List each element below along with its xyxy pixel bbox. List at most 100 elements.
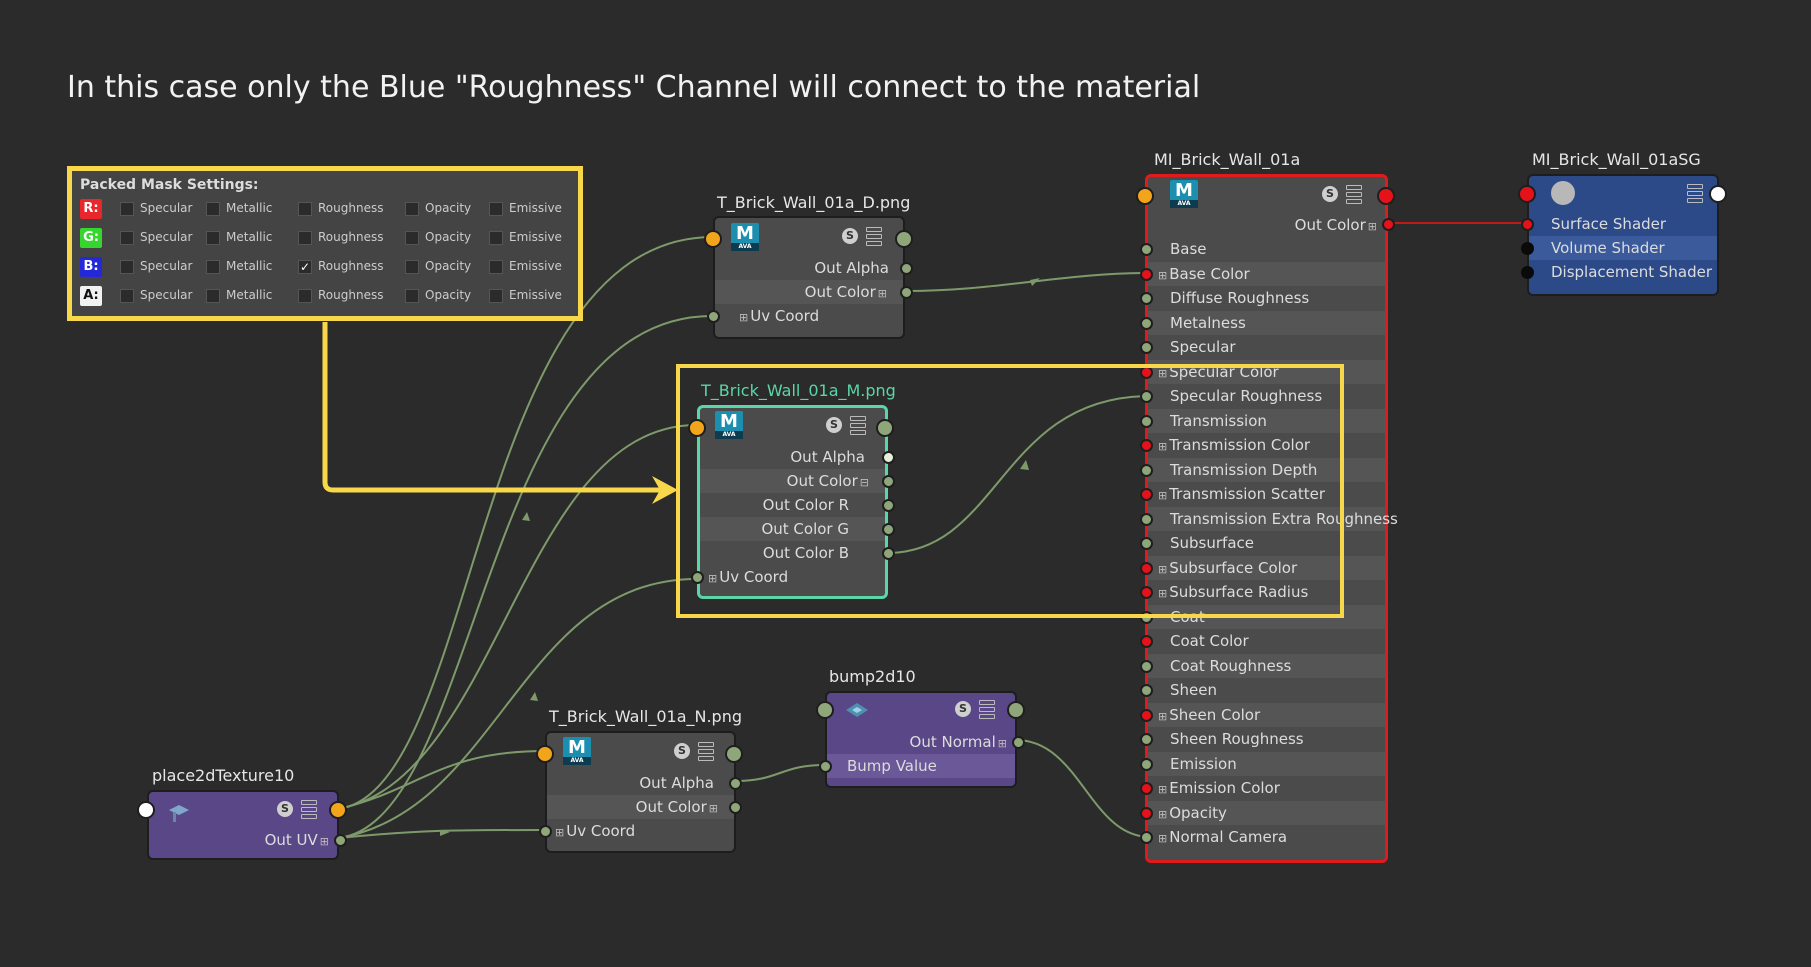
expand-icon[interactable]: ⊞ — [1158, 587, 1168, 600]
out-color-port[interactable] — [882, 475, 895, 488]
menu-icon[interactable] — [1346, 185, 1362, 204]
uv-coord-port[interactable] — [707, 310, 720, 323]
expand-icon[interactable]: ⊞ — [1158, 366, 1168, 380]
swatch-icon[interactable]: S — [1322, 186, 1338, 202]
out-color-row[interactable]: Out Color⊞ — [715, 280, 903, 304]
shading-group-node[interactable]: Surface Shader Volume Shader Displacemen… — [1518, 174, 1727, 296]
swatch-icon[interactable]: S — [674, 743, 690, 759]
out-normal-port[interactable] — [1012, 736, 1025, 749]
checkbox[interactable] — [120, 259, 134, 274]
out-color-g-row[interactable]: Out Color G — [700, 517, 885, 541]
out-color-b-port[interactable] — [882, 547, 895, 560]
swatch-icon[interactable]: S — [955, 701, 971, 717]
attr-port[interactable] — [1140, 561, 1153, 575]
material-attr-row[interactable]: Coat Color — [1148, 629, 1385, 653]
expand-icon[interactable]: ⊞ — [1158, 832, 1168, 845]
attr-port[interactable] — [1140, 414, 1153, 428]
channel-option-metallic[interactable]: Metallic — [206, 259, 272, 274]
material-attr-row[interactable]: Metalness — [1148, 310, 1385, 335]
out-alpha-port[interactable] — [882, 451, 895, 464]
uv-coord-port[interactable] — [691, 571, 704, 584]
material-attr-row[interactable]: ⊞Transmission Color — [1148, 433, 1385, 457]
checkbox[interactable] — [489, 259, 503, 274]
output-port[interactable] — [876, 419, 894, 437]
attr-port[interactable] — [1140, 439, 1153, 452]
channel-option-emissive[interactable]: Emissive — [489, 288, 562, 303]
checkbox[interactable] — [405, 230, 419, 245]
channel-option-metallic[interactable]: Metallic — [206, 230, 272, 245]
out-normal-row[interactable]: Out Normal⊞ — [909, 733, 1007, 751]
attr-port[interactable] — [1140, 684, 1153, 697]
checkbox[interactable] — [206, 288, 220, 303]
material-attr-row[interactable]: Specular — [1148, 335, 1385, 359]
uv-coord-row[interactable]: ⊞Uv Coord — [708, 568, 789, 586]
attr-port[interactable] — [1140, 512, 1153, 526]
material-attr-row[interactable]: ⊞Normal Camera — [1148, 825, 1385, 849]
bump-value-row[interactable]: Bump Value — [827, 754, 1015, 778]
menu-icon[interactable] — [866, 227, 882, 246]
channel-option-opacity[interactable]: Opacity — [405, 201, 471, 216]
attr-port[interactable] — [1140, 782, 1153, 795]
channel-option-specular[interactable]: Specular — [120, 259, 192, 274]
out-alpha-row[interactable]: Out Alpha — [790, 448, 865, 466]
checkbox[interactable] — [405, 288, 419, 303]
material-attr-row[interactable]: ⊞Subsurface Radius — [1148, 580, 1385, 604]
menu-icon[interactable] — [1687, 184, 1703, 203]
channel-option-opacity[interactable]: Opacity — [405, 230, 471, 245]
expand-icon[interactable]: ⊞ — [1158, 440, 1168, 453]
checkbox[interactable] — [206, 230, 220, 245]
attr-port[interactable] — [1140, 757, 1153, 771]
attr-port[interactable] — [1140, 537, 1153, 550]
checkbox[interactable] — [489, 288, 503, 303]
uv-coord-row[interactable]: ⊞Uv Coord — [555, 822, 636, 840]
menu-icon[interactable] — [301, 800, 317, 819]
channel-option-metallic[interactable]: Metallic — [206, 288, 272, 303]
attr-port[interactable] — [1140, 243, 1153, 256]
channel-option-roughness[interactable]: ✓Roughness — [298, 259, 383, 274]
channel-option-roughness[interactable]: Roughness — [298, 201, 383, 216]
attr-port[interactable] — [1140, 267, 1153, 281]
surface-shader-row[interactable]: Surface Shader — [1551, 215, 1667, 233]
surface-shader-port[interactable] — [1521, 218, 1534, 231]
swatch-icon[interactable]: S — [277, 801, 293, 817]
bump2d-node[interactable]: S Out Normal⊞ Bump Value — [816, 691, 1025, 788]
attr-port[interactable] — [1140, 831, 1153, 844]
material-attr-row[interactable]: ⊞Emission Color — [1148, 776, 1385, 800]
place2d-texture-node[interactable]: S Out UV⊞ — [137, 790, 347, 860]
out-color-r-row[interactable]: Out Color R — [762, 496, 849, 514]
out-uv-port[interactable] — [334, 834, 347, 847]
out-color-port[interactable] — [900, 286, 913, 299]
output-port[interactable] — [1377, 187, 1395, 205]
checkbox[interactable] — [489, 201, 503, 216]
output-port[interactable] — [895, 230, 913, 248]
input-port[interactable] — [816, 701, 834, 719]
attr-port[interactable] — [1140, 659, 1153, 673]
output-port[interactable] — [725, 745, 743, 763]
message-port[interactable] — [688, 419, 706, 437]
attr-port[interactable] — [1140, 292, 1153, 305]
expand-icon[interactable]: ⊞ — [1158, 807, 1168, 821]
volume-shader-row[interactable]: Volume Shader — [1529, 236, 1717, 260]
out-color-port[interactable] — [729, 801, 742, 814]
uv-coord-port[interactable] — [539, 825, 552, 838]
checkbox[interactable] — [120, 288, 134, 303]
checkbox[interactable] — [298, 230, 312, 245]
attr-port[interactable] — [1140, 390, 1153, 403]
material-attr-row[interactable]: Diffuse Roughness — [1148, 286, 1385, 310]
checkbox[interactable] — [405, 201, 419, 216]
out-color-r-port[interactable] — [882, 499, 895, 512]
material-attr-row[interactable]: Transmission — [1148, 408, 1385, 433]
input-port[interactable] — [1518, 185, 1536, 203]
channel-option-opacity[interactable]: Opacity — [405, 259, 471, 274]
menu-icon[interactable] — [850, 416, 866, 435]
uv-coord-row[interactable]: ⊞Uv Coord — [739, 307, 820, 325]
out-alpha-row[interactable]: Out Alpha — [639, 774, 714, 792]
expand-icon[interactable]: ⊞ — [1158, 489, 1168, 502]
expand-icon[interactable]: ⊞ — [1158, 783, 1168, 796]
channel-option-emissive[interactable]: Emissive — [489, 259, 562, 274]
expand-icon[interactable]: ⊞ — [1158, 562, 1168, 576]
channel-option-specular[interactable]: Specular — [120, 201, 192, 216]
out-color-port[interactable] — [1382, 218, 1395, 231]
checkbox[interactable] — [405, 259, 419, 274]
